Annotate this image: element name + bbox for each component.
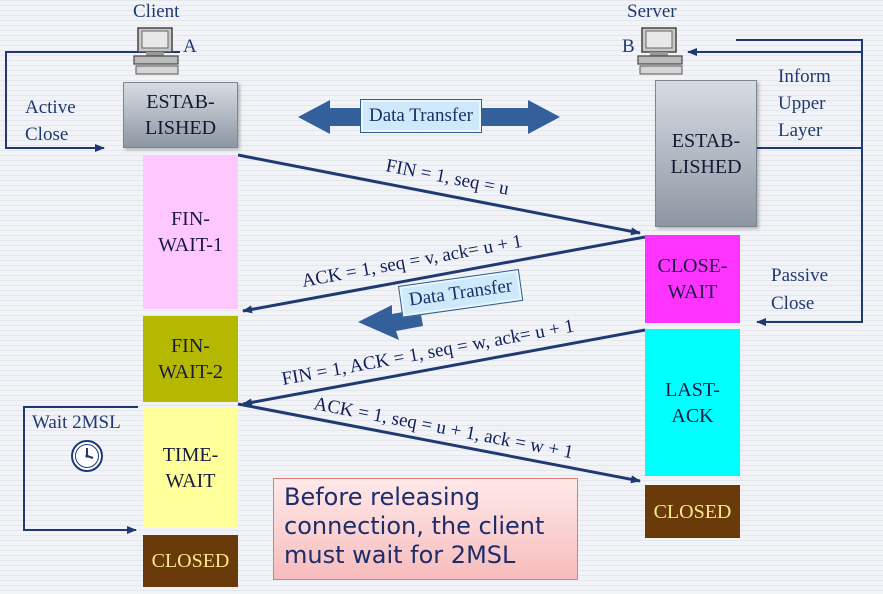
fin2-label: FIN = 1, ACK = 1, seq = w, ack= u + 1 bbox=[280, 316, 576, 390]
close-wait-state: CLOSE- WAIT bbox=[645, 235, 740, 323]
server-computer-icon bbox=[637, 27, 683, 75]
wait-2msl-arrow bbox=[23, 406, 138, 534]
fin-wait-1-state: FIN- WAIT-1 bbox=[143, 155, 238, 309]
fin2-arrow bbox=[242, 328, 646, 407]
server-established-state: ESTAB- LISHED bbox=[655, 80, 757, 227]
time-wait-state: TIME- WAIT bbox=[143, 407, 238, 528]
time-wait-note: Before releasing connection, the client … bbox=[273, 478, 578, 580]
client-closed-state: CLOSED bbox=[143, 535, 238, 587]
client-computer-icon bbox=[133, 27, 179, 75]
passive-close-arrow bbox=[756, 148, 863, 326]
fin-wait-2-state: FIN- WAIT-2 bbox=[143, 316, 238, 402]
server-host-letter: B bbox=[622, 36, 635, 57]
last-ack-state: LAST- ACK bbox=[645, 329, 740, 476]
ack1-arrow bbox=[242, 235, 646, 314]
data-transfer-top-label: Data Transfer bbox=[360, 99, 482, 133]
ack2-arrow bbox=[237, 402, 641, 484]
fin1-label: FIN = 1, seq = u bbox=[384, 155, 511, 200]
inform-upper-layer-arrow bbox=[736, 39, 863, 149]
server-closed-state: CLOSED bbox=[645, 485, 740, 538]
server-title: Server bbox=[627, 1, 677, 22]
active-close-label: Active Close bbox=[25, 97, 76, 145]
client-host-letter: A bbox=[183, 36, 197, 57]
client-established-state: ESTAB- LISHED bbox=[123, 82, 238, 148]
inform-upper-layer-label: Inform Upper Layer bbox=[778, 66, 831, 141]
wait-2msl-label: Wait 2MSL bbox=[32, 412, 121, 433]
clock-icon bbox=[71, 440, 103, 472]
passive-close-label: Passive Close bbox=[771, 265, 828, 314]
fin1-arrow bbox=[237, 153, 641, 236]
ack2-label: ACK = 1, seq = u + 1, ack = w + 1 bbox=[312, 393, 575, 463]
active-close-arrow bbox=[5, 51, 180, 152]
client-title: Client bbox=[133, 1, 180, 22]
